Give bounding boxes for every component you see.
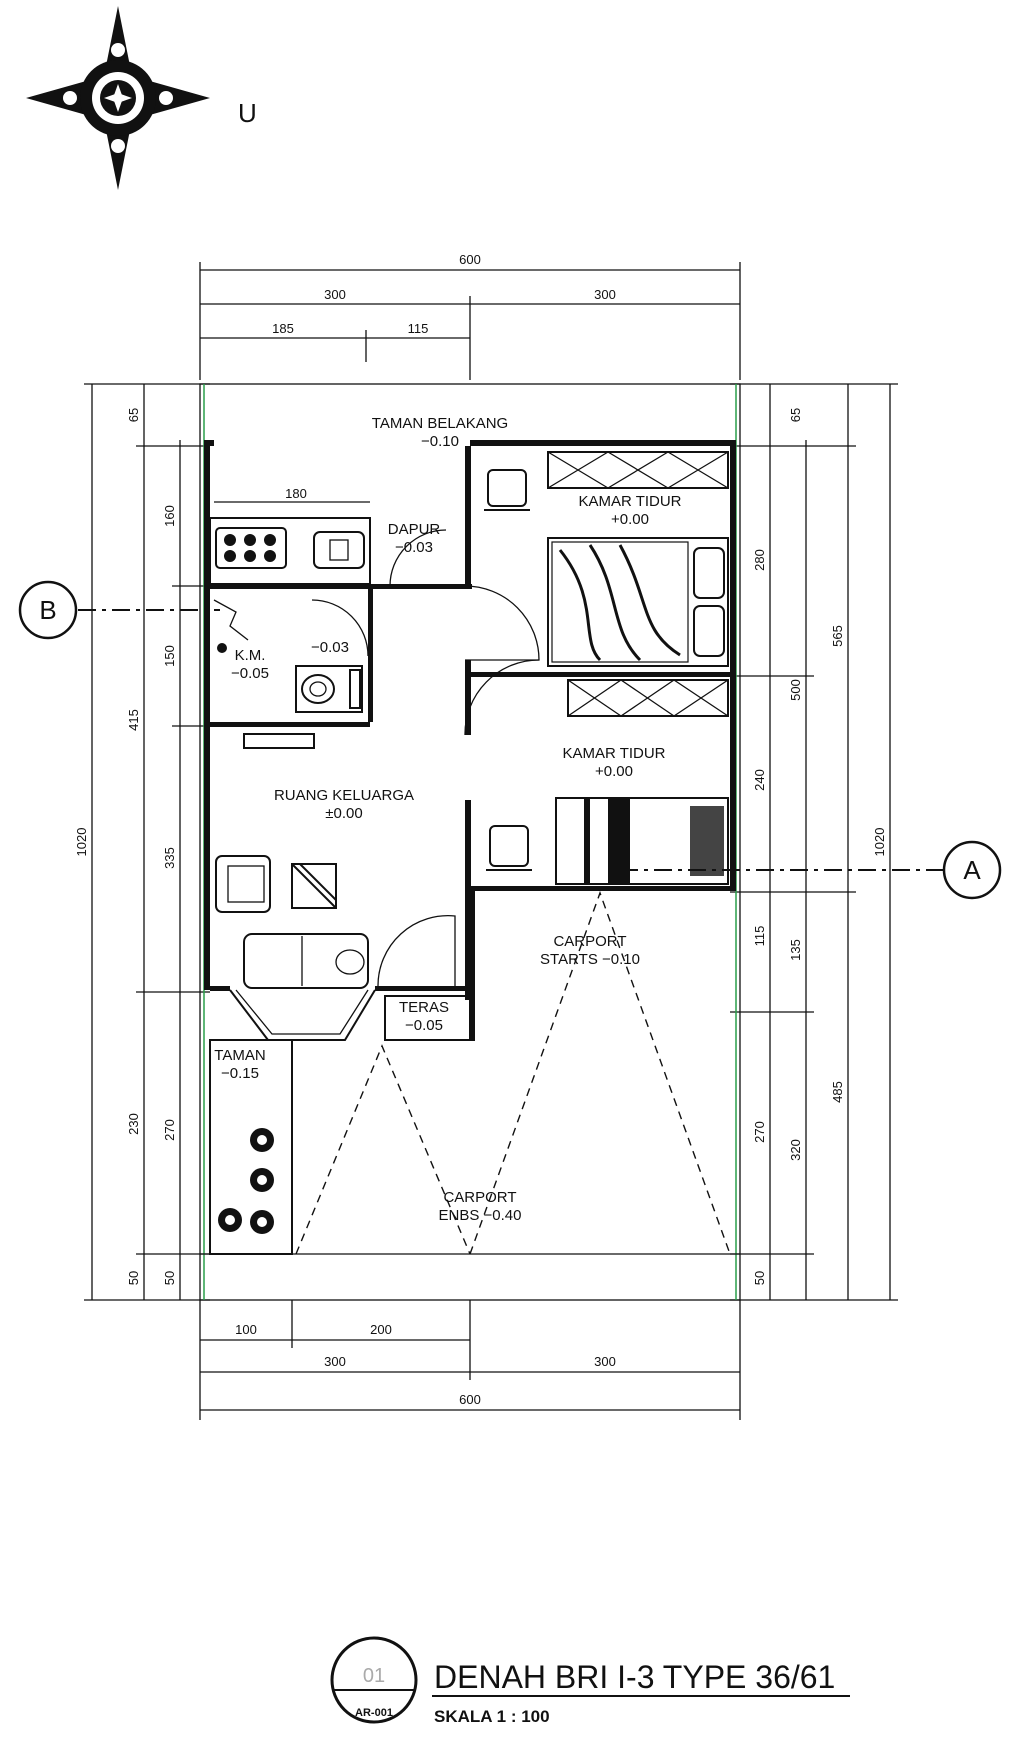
chair-icon-2 — [486, 825, 532, 871]
dim-left-1: 160 — [162, 505, 177, 527]
top-dimensions — [199, 262, 741, 380]
dim-right-0: 65 — [788, 408, 803, 422]
dim-right-1: 280 — [752, 549, 767, 571]
room-carport-lower-name: CARPORT — [443, 1189, 516, 1206]
room-taman-belakang-name: TAMAN BELAKANG — [372, 415, 508, 432]
left-dimensions — [84, 383, 210, 1301]
cabinet — [243, 733, 315, 749]
dim-right-total: 1020 — [872, 828, 887, 857]
dim-left-2: 150 — [162, 645, 177, 667]
dim-top-left: 300 — [324, 287, 346, 302]
dim-right-2: 565 — [830, 625, 845, 647]
room-taman-level: −0.15 — [221, 1065, 259, 1082]
right-dimensions — [730, 383, 898, 1301]
room-taman-name: TAMAN — [214, 1047, 265, 1064]
dim-left-0: 65 — [126, 408, 141, 422]
room-teras-name: TERAS — [399, 999, 449, 1016]
room-carport-lower-level: ENBS −0.40 — [439, 1207, 522, 1224]
armchair-icon — [215, 855, 271, 913]
section-marker-b-label: B — [39, 595, 56, 625]
chair-icon — [484, 469, 530, 511]
dim-top-sub-a: 185 — [272, 321, 294, 336]
room-kamar-tidur-2-level: +0.00 — [595, 763, 633, 780]
room-kamar-tidur-1-level: +0.00 — [611, 511, 649, 528]
dim-right-3: 500 — [788, 679, 803, 701]
room-ruang-keluarga-name: RUANG KELUARGA — [274, 787, 414, 804]
title-block — [330, 1636, 850, 1724]
bottom-dimensions — [199, 1300, 741, 1420]
wardrobe — [547, 451, 729, 489]
dim-right-4: 240 — [752, 769, 767, 791]
dim-top-total: 600 — [459, 252, 481, 267]
room-dapur-level: −0.03 — [395, 539, 433, 556]
carport-slope-lines — [295, 890, 731, 1255]
dim-left-6: 230 — [126, 1113, 141, 1135]
wardrobe-2 — [567, 679, 729, 717]
room-taman-belakang-level: −0.10 — [421, 433, 459, 450]
room-kamar-tidur-1-name: KAMAR TIDUR — [578, 493, 681, 510]
dim-left-8: 50 — [162, 1271, 177, 1285]
dim-right-9: 320 — [788, 1139, 803, 1161]
shower-drain-icon — [213, 599, 249, 653]
bed-icon-2 — [555, 797, 729, 885]
room-ruang-keluarga-level: ±0.00 — [325, 805, 362, 822]
dim-bottom-left: 300 — [324, 1354, 346, 1369]
dim-bottom-right: 300 — [594, 1354, 616, 1369]
building-walls — [204, 440, 736, 1041]
drawing-number: 01 — [363, 1665, 385, 1687]
dim-bottom-b: 200 — [370, 1322, 392, 1337]
dim-right-7: 270 — [752, 1121, 767, 1143]
dim-right-5: 115 — [752, 926, 767, 947]
room-kamar-tidur-2-name: KAMAR TIDUR — [562, 745, 665, 762]
dim-bottom-total: 600 — [459, 1392, 481, 1407]
dim-right-10: 50 — [752, 1271, 767, 1285]
dim-left-total: 1020 — [74, 828, 89, 857]
dim-right-8: 485 — [830, 1081, 845, 1103]
toilet-icon — [295, 665, 363, 713]
kitchen-counter — [209, 517, 371, 585]
room-teras-level: −0.05 — [405, 1017, 443, 1034]
room-carport-upper-name: CARPORT — [553, 933, 626, 950]
north-label: U — [238, 98, 257, 128]
dim-top-sub-b: 115 — [408, 321, 429, 336]
bed-icon — [547, 537, 729, 667]
section-marker-a-label: A — [963, 855, 981, 885]
site-boundary — [199, 383, 741, 1301]
compass-rose-icon — [26, 6, 210, 190]
room-km-name: K.M. — [235, 647, 266, 664]
room-dapur-name: DAPUR — [388, 521, 441, 538]
drawing-title: DENAH BRI I-3 TYPE 36/61 — [434, 1659, 835, 1695]
sheet-number: AR-001 — [355, 1707, 393, 1719]
drawing-scale: SKALA 1 : 100 — [434, 1707, 550, 1726]
dim-left-3: 415 — [126, 709, 141, 731]
plant-icon — [218, 1128, 274, 1234]
teras-step — [384, 995, 471, 1041]
taman-planter — [209, 1039, 293, 1255]
dim-right-6: 135 — [788, 939, 803, 961]
dim-top-right: 300 — [594, 287, 616, 302]
section-marker-a — [942, 840, 1002, 900]
sofa-icon — [243, 933, 369, 989]
room-km-inner-level: −0.03 — [311, 639, 349, 656]
dim-left-4: 335 — [162, 847, 177, 869]
room-km-level: −0.05 — [231, 665, 269, 682]
side-table-icon — [291, 863, 337, 909]
door-swings — [311, 529, 540, 987]
section-marker-b — [18, 580, 78, 640]
dim-left-7: 50 — [126, 1271, 141, 1285]
dim-kitchen-counter: 180 — [285, 486, 307, 501]
dim-bottom-a: 100 — [235, 1322, 257, 1337]
bay-window — [229, 989, 376, 1041]
room-carport-upper-level: STARTS −0.10 — [540, 951, 640, 968]
dim-left-5: 270 — [162, 1119, 177, 1141]
